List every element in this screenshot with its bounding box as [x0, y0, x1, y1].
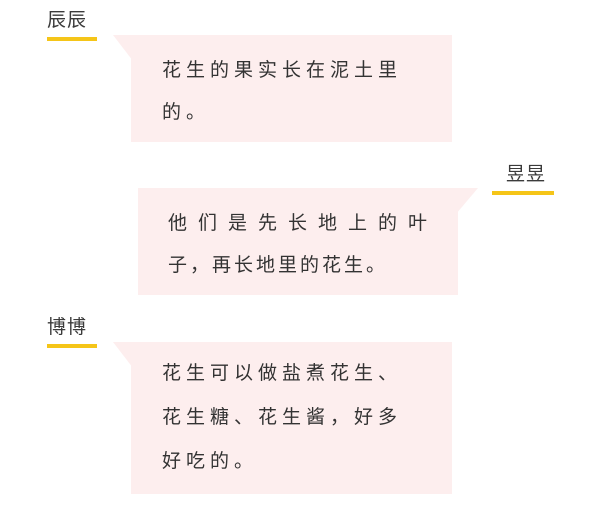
- message-line: 子，再长地里的花生。: [168, 254, 389, 276]
- message-line: 花生糖、花生酱，好多: [162, 406, 403, 428]
- bubble-tail: [113, 342, 133, 368]
- speaker-name: 辰辰: [47, 9, 88, 31]
- message-line: 好吃的。: [162, 450, 259, 472]
- message-line: 他们是先长地上的叶: [168, 212, 439, 234]
- speaker-underline: [47, 37, 97, 41]
- bubble-tail: [113, 35, 133, 61]
- message-bubble: 花生可以做盐煮花生、 花生糖、花生酱，好多 好吃的。: [131, 342, 452, 494]
- speaker-name: 博博: [47, 316, 88, 338]
- speaker-underline: [492, 191, 554, 195]
- message-line: 花生可以做盐煮花生、: [162, 362, 403, 384]
- message-line: 的。: [162, 101, 211, 123]
- message-bubble: 花生的果实长在泥土里 的。: [131, 35, 452, 142]
- speaker-underline: [47, 344, 97, 348]
- speaker-name: 昱昱: [506, 163, 547, 185]
- message-line: 花生的果实长在泥土里: [162, 59, 403, 81]
- message-bubble: 他们是先长地上的叶 子，再长地里的花生。: [138, 188, 458, 295]
- bubble-tail: [456, 188, 478, 214]
